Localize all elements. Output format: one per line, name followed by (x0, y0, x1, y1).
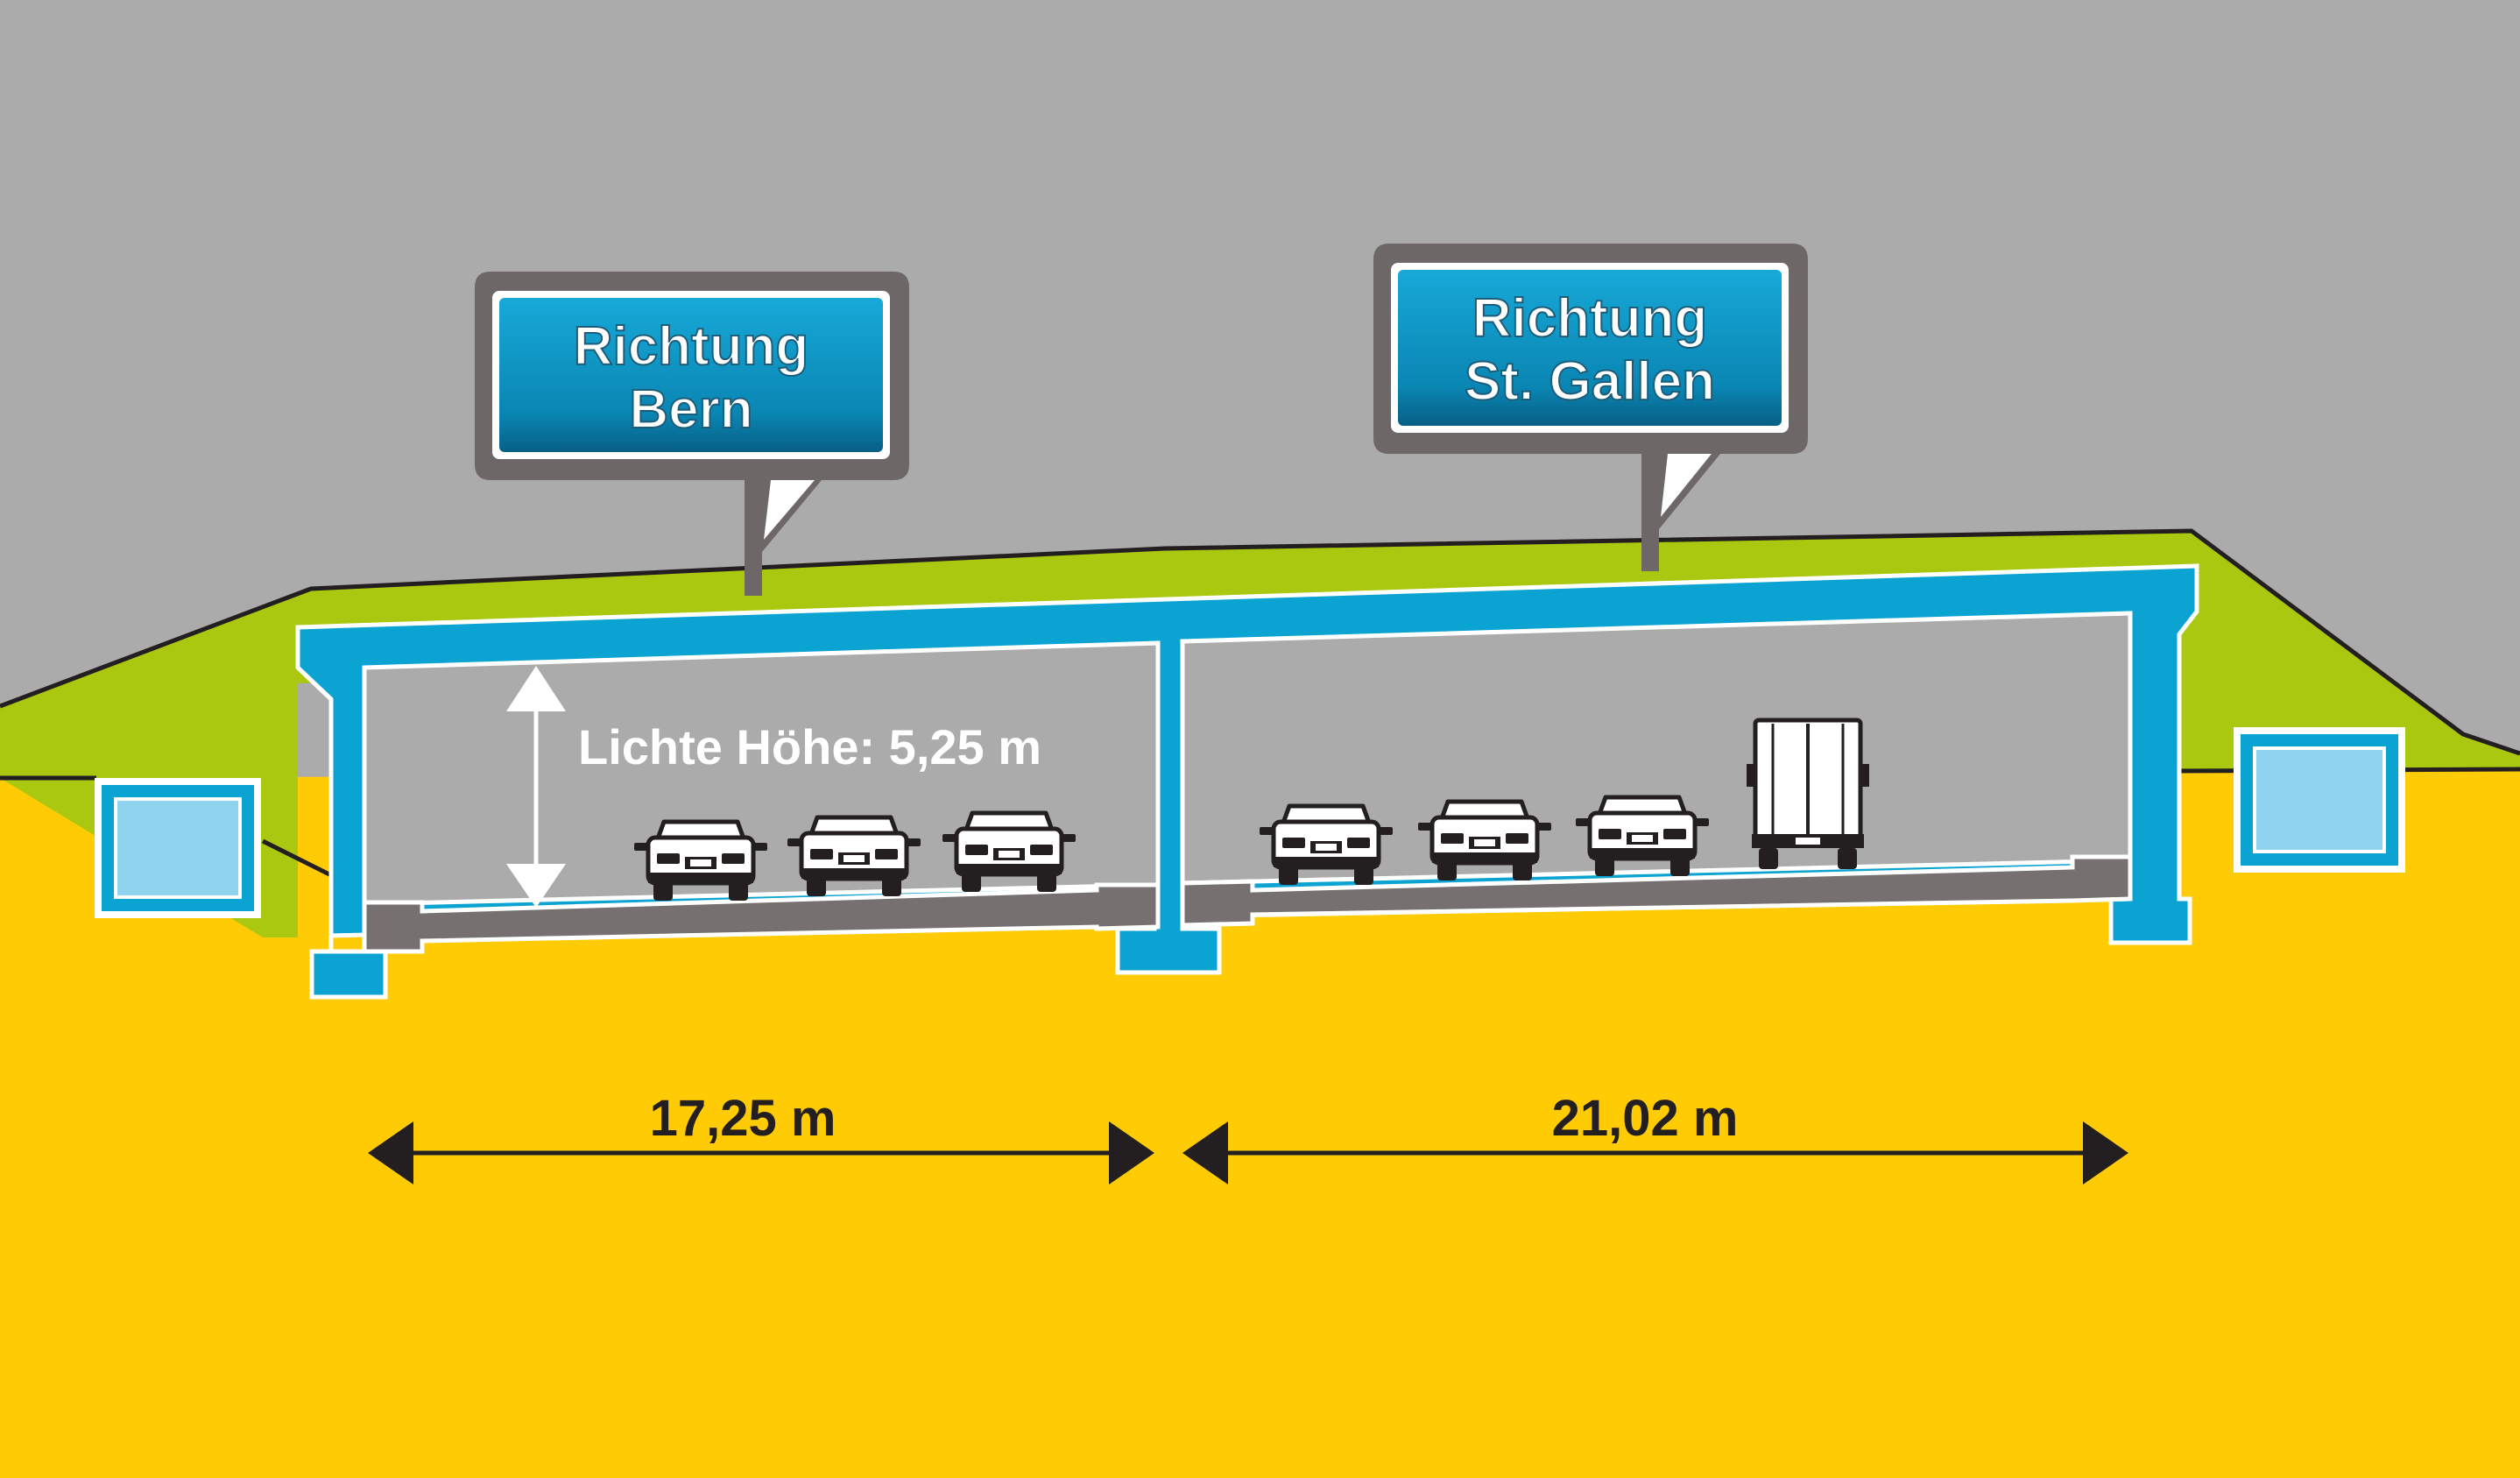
ground-line (0, 528, 2520, 756)
drain-box-left (95, 778, 261, 918)
width-right-label: 21,02 m (1552, 1090, 1739, 1147)
width-left-label: 17,25 m (650, 1090, 836, 1147)
soil (0, 769, 2520, 1478)
clearance-label: Lichte Höhe: 5,25 m (578, 719, 1041, 774)
ground-line-slope-left (261, 838, 343, 883)
sign-st-gallen-line2: St. Gallen (1465, 351, 1715, 412)
drain-box-right (2234, 727, 2405, 873)
road-right (1180, 854, 2133, 928)
sign-st-gallen (1373, 244, 1808, 571)
truck-icon (1747, 718, 1869, 869)
dimension-arrow-icon (368, 1121, 1154, 1185)
sign-st-gallen-line1: Richtung (1472, 288, 1708, 349)
sign-bern-line1: Richtung (574, 316, 809, 377)
road-left (362, 882, 1161, 954)
clearance-arrow-icon (506, 666, 566, 908)
dimension-arrow-icon (1182, 1121, 2128, 1185)
sign-bern-line2: Bern (629, 379, 752, 440)
sign-bern (475, 272, 909, 596)
